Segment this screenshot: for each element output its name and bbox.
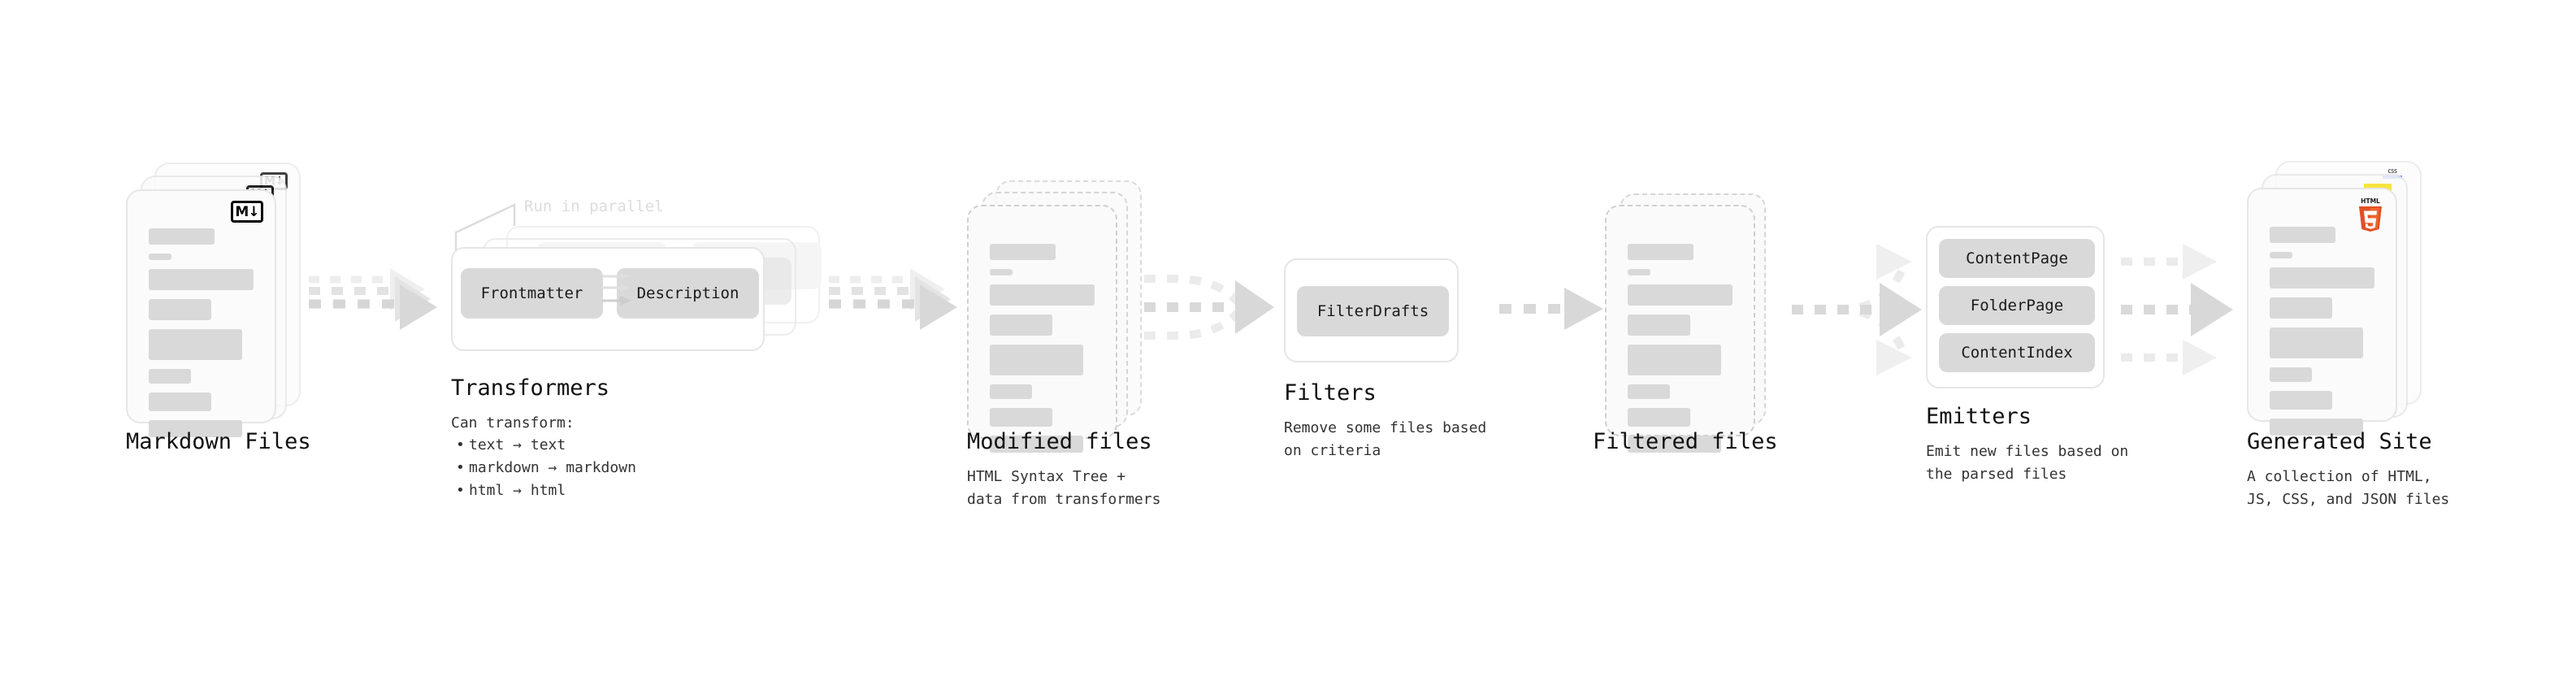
connector-transformers-to-modified — [829, 268, 957, 330]
filtered-card-front — [1605, 205, 1755, 453]
caption-title-filtered-files: Filtered files — [1593, 429, 1778, 454]
card-skeleton — [1607, 206, 1754, 453]
markdown-icon: M↓ — [231, 201, 263, 223]
connector-filters-to-filtered — [1499, 288, 1603, 330]
site-card-front: HTML — [2247, 188, 2397, 436]
transformers-panel-front: Frontmatter Description — [451, 247, 765, 351]
emitter-chip-folderpage[interactable]: FolderPage — [1939, 286, 2095, 325]
modified-card-front — [967, 205, 1117, 453]
emitter-chip-contentpage[interactable]: ContentPage — [1939, 239, 2095, 278]
stage-generated-site: CSS HTML — [2247, 161, 2422, 436]
connector-filtered-to-emitters — [1792, 244, 1922, 375]
connector-md-to-transformers — [309, 268, 437, 330]
html5-icon: HTML — [2359, 197, 2382, 232]
transform-bullet: text → text — [453, 434, 636, 457]
card-skeleton — [2249, 189, 2396, 436]
caption-sub-emitters: Emit new files based on the parsed files — [1926, 443, 2129, 483]
caption-sub-modified-files: HTML Syntax Tree + data from transformer… — [967, 468, 1161, 508]
caption-sub-filters: Remove some files based on criteria — [1284, 419, 1487, 459]
transform-bullet: html → html — [453, 479, 636, 502]
transformer-chip-frontmatter[interactable]: Frontmatter — [461, 268, 603, 319]
caption-title-emitters: Emitters — [1926, 404, 2032, 429]
caption-title-markdown-files: Markdown Files — [126, 429, 311, 454]
markdown-card-front: M↓ — [126, 189, 276, 437]
emitters-panel: ContentPage FolderPage ContentIndex — [1926, 226, 2105, 388]
caption-title-generated-site: Generated Site — [2247, 429, 2432, 454]
emitter-chip-contentindex[interactable]: ContentIndex — [1939, 333, 2095, 372]
caption-title-filters: Filters — [1284, 380, 1377, 406]
connector-emitters-to-site — [2121, 244, 2233, 375]
transformer-chip-description[interactable]: Description — [617, 268, 759, 319]
filter-chip-filterdrafts[interactable]: FilterDrafts — [1297, 286, 1449, 336]
connector-modified-to-filters — [1144, 275, 1274, 340]
caption-sub-transformers: Can transform: — [451, 414, 575, 432]
markdown-card-stack: M↓ M↓ M↓ — [126, 163, 301, 437]
run-in-parallel-brace — [454, 203, 516, 258]
transformers-bullet-list: text → text markdown → markdown html → h… — [453, 434, 636, 502]
transform-bullet: markdown → markdown — [453, 457, 636, 479]
stage-emitters: ContentPage FolderPage ContentIndex — [1926, 226, 2105, 388]
transformer-internal-arrows — [602, 272, 631, 306]
stage-filtered-files — [1605, 193, 1780, 453]
card-skeleton — [969, 206, 1116, 453]
stage-filters: FilterDrafts — [1284, 258, 1459, 362]
stage-markdown-files: M↓ M↓ M↓ — [126, 163, 301, 437]
caption-title-transformers: Transformers — [451, 375, 610, 401]
annotation-run-in-parallel: Run in parallel — [524, 197, 664, 215]
card-skeleton — [128, 191, 275, 437]
caption-title-modified-files: Modified files — [967, 429, 1152, 454]
stage-transformers: Frontmatter Description — [451, 195, 825, 358]
stage-modified-files — [967, 180, 1142, 453]
css-icon-label: CSS — [2387, 168, 2397, 175]
filters-panel: FilterDrafts — [1284, 258, 1459, 362]
caption-sub-generated-site: A collection of HTML, JS, CSS, and JSON … — [2247, 468, 2450, 508]
svg-text:HTML: HTML — [2361, 197, 2380, 205]
